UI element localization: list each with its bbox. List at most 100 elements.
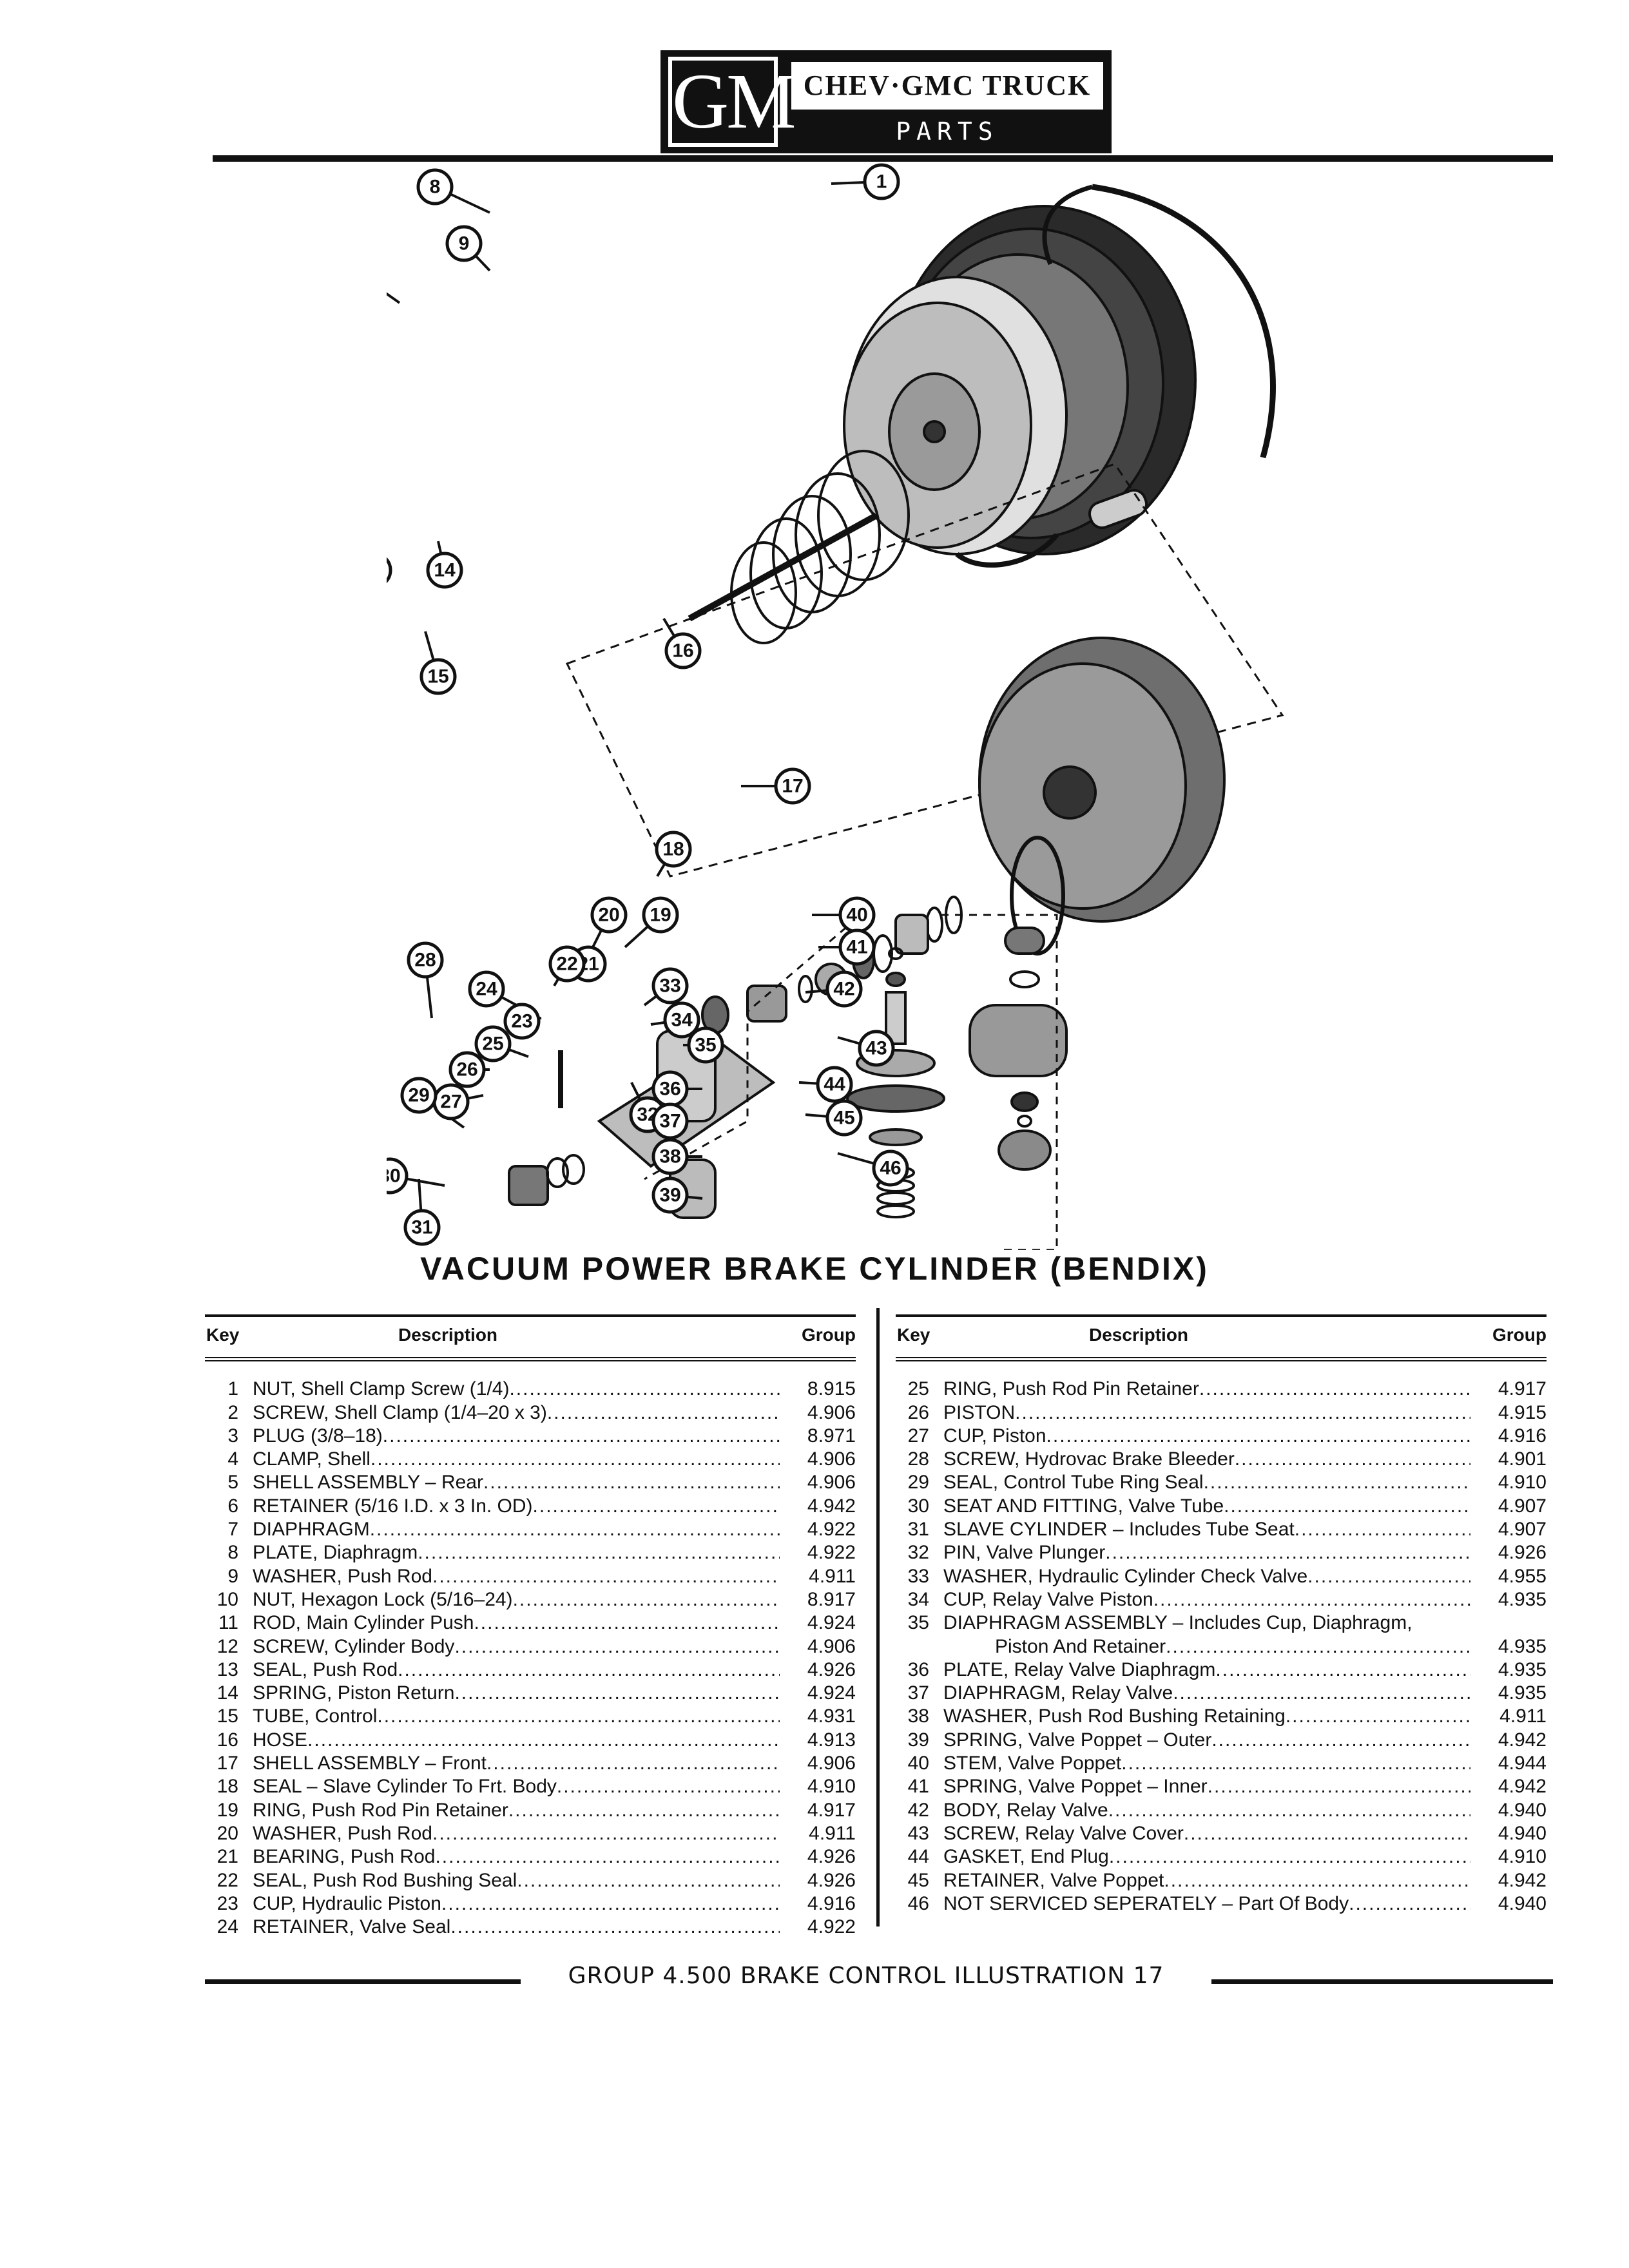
part-group-number: 4.926	[807, 1658, 856, 1680]
callout-marker: 23	[503, 1003, 541, 1040]
callout-number: 27	[440, 1091, 461, 1113]
part-description: PLATE, Diaphragm	[253, 1542, 780, 1564]
part-description-text: CUP, Piston	[943, 1425, 1046, 1446]
part-group-number: 8.915	[807, 1378, 856, 1400]
part-key: 31	[907, 1519, 929, 1541]
dot-leader	[557, 1776, 780, 1798]
part-description: STEM, Valve Poppet	[943, 1753, 1470, 1774]
part-key: 33	[907, 1565, 929, 1587]
part-description-text: HOSE	[253, 1729, 308, 1751]
callout-number: 45	[833, 1108, 854, 1129]
callout-marker: 40	[838, 896, 876, 934]
part-description-text: BODY, Relay Valve	[943, 1799, 1108, 1821]
part-description: SEAL, Push Rod	[253, 1659, 780, 1681]
part-key: 18	[217, 1776, 238, 1798]
part-description-text: SCREW, Hydrovac Brake Bleeder	[943, 1448, 1235, 1470]
callout-marker: 14	[426, 552, 463, 589]
callout-marker: 29	[400, 1077, 438, 1114]
callout-number: 37	[659, 1111, 680, 1132]
header-rule	[213, 155, 1553, 162]
part-key: 29	[907, 1472, 929, 1494]
footer-rule-left	[205, 1979, 521, 1984]
dot-leader	[483, 1472, 780, 1494]
callout-marker: 27	[432, 1083, 470, 1120]
parts-row: 33 WASHER, Hydraulic Cylinder Check Valve…	[896, 1564, 1547, 1587]
part-key: 11	[218, 1612, 238, 1634]
part-description-text: SCREW, Shell Clamp (1/4–20 x 3)	[253, 1401, 547, 1423]
parts-row: 34 CUP, Relay Valve Piston 4.935	[896, 1588, 1547, 1611]
part-group-number: 4.906	[807, 1401, 856, 1423]
callout-number: 14	[434, 560, 456, 581]
dot-leader	[509, 1378, 780, 1400]
dot-leader	[418, 1542, 780, 1564]
callout-marker: 30	[387, 1157, 409, 1195]
part-group-number: 4.913	[807, 1729, 856, 1751]
callout-number: 33	[659, 975, 680, 997]
part-description: SEAL – Slave Cylinder To Frt. Body	[253, 1776, 780, 1798]
part-group-number: 4.916	[807, 1892, 856, 1914]
part-group-number: 4.924	[807, 1682, 856, 1704]
part-key: 43	[907, 1822, 929, 1844]
dot-leader	[1224, 1495, 1470, 1517]
dot-leader	[1173, 1682, 1470, 1704]
part-description: SCREW, Cylinder Body	[253, 1636, 780, 1658]
parts-row: 7DIAPHRAGM4.922	[205, 1517, 856, 1541]
part-description: CLAMP, Shell	[253, 1448, 780, 1470]
dot-leader	[398, 1659, 780, 1681]
part-description: SHELL ASSEMBLY – Front	[253, 1753, 780, 1774]
callout-number: 46	[880, 1158, 901, 1179]
callout-number: 30	[387, 1166, 401, 1187]
part-key: 36	[907, 1658, 929, 1680]
part-description-text: TUBE, Control	[253, 1706, 378, 1727]
dot-leader	[533, 1495, 780, 1517]
part-key: 22	[217, 1869, 238, 1891]
callout-marker: 37	[651, 1102, 689, 1140]
callout-number: 24	[476, 979, 497, 1000]
part-key: 34	[907, 1588, 929, 1610]
part-description: DIAPHRAGM ASSEMBLY – Includes Cup, Diaph…	[943, 1612, 1470, 1634]
part-group-number: 4.901	[1498, 1448, 1547, 1470]
part-description: CUP, Relay Valve Piston	[943, 1589, 1470, 1611]
callout-number: 31	[411, 1217, 432, 1238]
part-description-text: SHELL ASSEMBLY – Front	[253, 1753, 487, 1774]
dot-leader	[435, 1846, 780, 1868]
dot-leader	[1215, 1659, 1470, 1681]
parts-list-header: Key Description Group	[896, 1314, 1547, 1361]
group-column-header: Group	[1492, 1325, 1547, 1345]
dot-leader	[1199, 1378, 1470, 1400]
part-description: RING, Push Rod Pin Retainer	[943, 1378, 1470, 1400]
part-description-text: RING, Push Rod Pin Retainer	[943, 1378, 1199, 1400]
dot-leader	[307, 1729, 780, 1751]
part-description-text: PISTON	[943, 1401, 1016, 1423]
part-group-number: 4.944	[1498, 1753, 1547, 1774]
part-description-text: WASHER, Hydraulic Cylinder Check Valve	[943, 1565, 1308, 1587]
callout-number: 23	[511, 1011, 532, 1032]
part-key: 12	[217, 1635, 238, 1657]
dot-leader	[1349, 1893, 1470, 1915]
callout-marker: 16	[664, 632, 702, 669]
part-key: 27	[907, 1425, 929, 1446]
part-group-number: 4.915	[1498, 1401, 1547, 1423]
callout-marker: 45	[825, 1099, 863, 1137]
part-description-text: SEAL – Slave Cylinder To Frt. Body	[253, 1776, 557, 1798]
footer-caption: GROUP 4.500 BRAKE CONTROL ILLUSTRATION 1…	[568, 1963, 1164, 1989]
part-description: DIAPHRAGM, Relay Valve	[943, 1682, 1470, 1704]
dot-leader	[371, 1448, 780, 1470]
parts-list-header: Key Description Group	[205, 1314, 856, 1361]
callout-leader	[387, 292, 401, 304]
footer-rule-right	[1211, 1979, 1553, 1984]
part-group-number: 4.935	[1498, 1588, 1547, 1610]
part-key: 40	[907, 1753, 929, 1774]
callout-number: 28	[414, 950, 436, 971]
part-group-number: 4.940	[1498, 1822, 1547, 1844]
dot-leader	[1295, 1519, 1470, 1541]
